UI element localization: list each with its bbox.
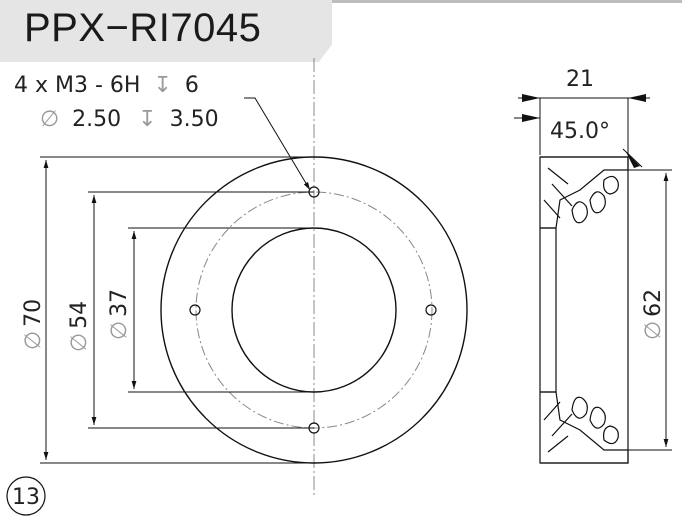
callout-leader — [244, 97, 311, 191]
mounting-holes — [189, 186, 437, 434]
svg-text:∅70: ∅70 — [21, 299, 46, 350]
figure-number-badge: 13 — [6, 476, 46, 516]
dim-label-width: 21 — [566, 67, 594, 92]
hole-left — [189, 304, 201, 316]
diameter-extension-lines — [40, 156, 314, 464]
title-tab — [0, 0, 332, 62]
callout-line2: ∅ 2.50 ↧ 3.50 — [40, 107, 219, 132]
dim-label-angle: 45.0° — [550, 119, 610, 144]
dim-label-d37: ∅37 — [107, 289, 132, 340]
bottom-section-hatching — [540, 391, 629, 464]
svg-text:∅37: ∅37 — [107, 289, 132, 340]
top-section-hatching — [540, 156, 629, 229]
part-number-title: PPX−RI7045 — [24, 6, 262, 50]
dim-label-d54: ∅54 — [67, 301, 92, 352]
side-section-view: 21 45.0° — [514, 67, 672, 464]
svg-text:13: 13 — [12, 485, 40, 510]
callout-line1: 4 x M3 - 6H ↧ 6 — [14, 73, 199, 98]
dim-label-d62: ∅62 — [641, 289, 666, 340]
side-outline — [539, 156, 629, 464]
svg-text:∅54: ∅54 — [67, 301, 92, 352]
top-border-line — [332, 0, 682, 3]
svg-text:∅62: ∅62 — [641, 289, 666, 340]
hole-right — [425, 304, 437, 316]
dim-label-d70: ∅70 — [21, 299, 46, 350]
